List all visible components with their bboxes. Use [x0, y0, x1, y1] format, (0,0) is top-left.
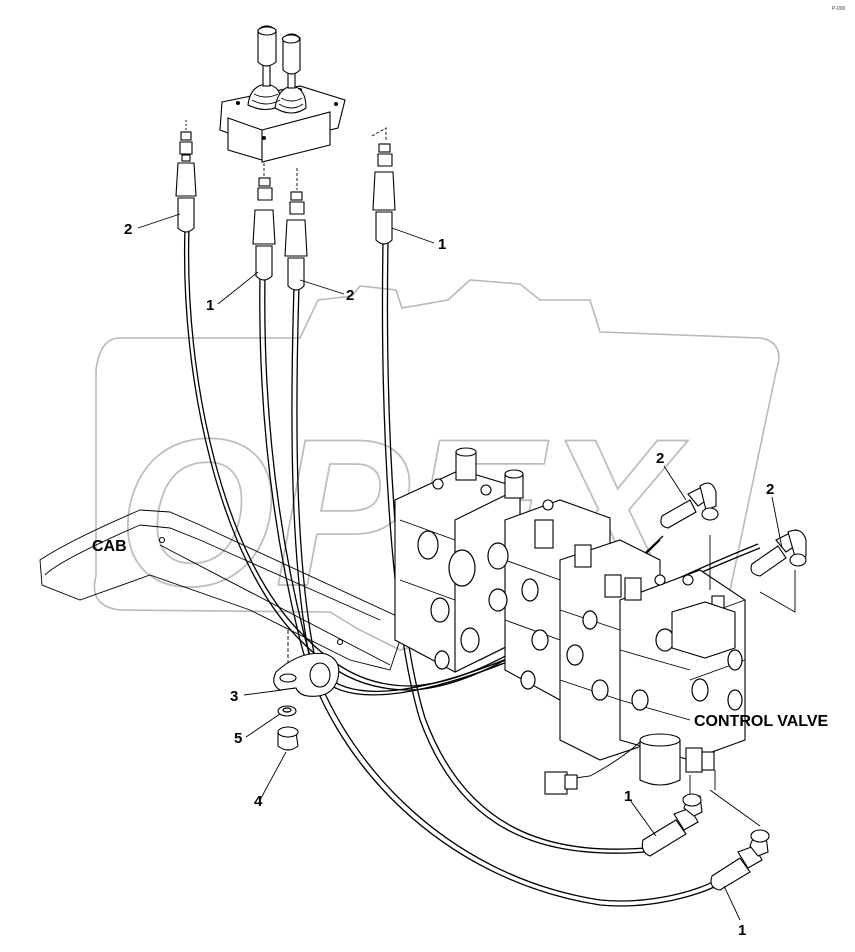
elbow-bottom-a — [641, 789, 761, 857]
callout-3-clamp: 3 — [230, 688, 238, 705]
callout-2-valve-right: 2 — [766, 481, 774, 498]
elbow-fittings-right — [660, 482, 807, 577]
leader-lines — [137, 213, 783, 921]
valve-ports — [417, 530, 743, 711]
callout-1-bottom-b: 1 — [738, 922, 746, 939]
cab-label: CAB — [92, 538, 127, 555]
fitting-center-right — [284, 191, 308, 291]
elbow-fittings-bottom — [641, 789, 770, 891]
hose-fittings-top — [175, 120, 396, 291]
control-valve — [394, 447, 796, 795]
callout-2-valve-upper: 2 — [656, 450, 664, 467]
callout-2-left: 2 — [124, 221, 132, 238]
elbow-lower — [750, 529, 807, 577]
elbow-bottom-b — [710, 829, 770, 891]
callout-2-center-right: 2 — [346, 287, 354, 304]
callout-1-center-left: 1 — [206, 297, 214, 314]
callouts: 2 1 1 2 2 2 3 5 4 1 1 — [124, 221, 774, 939]
elbow-upper — [660, 482, 719, 529]
clamp-assembly — [273, 630, 340, 751]
joystick-assembly — [219, 25, 346, 190]
fitting-center-left — [252, 177, 276, 281]
callout-4-nut: 4 — [254, 793, 263, 810]
callout-1-right: 1 — [438, 236, 446, 253]
fitting-right — [371, 127, 396, 245]
fitting-left — [175, 120, 197, 233]
callout-1-bottom-a: 1 — [624, 788, 632, 805]
control-valve-label: CONTROL VALVE — [694, 713, 829, 730]
corner-mark: P-000 — [832, 6, 846, 12]
cab-panel — [39, 509, 471, 671]
callout-5-washer: 5 — [234, 730, 242, 747]
